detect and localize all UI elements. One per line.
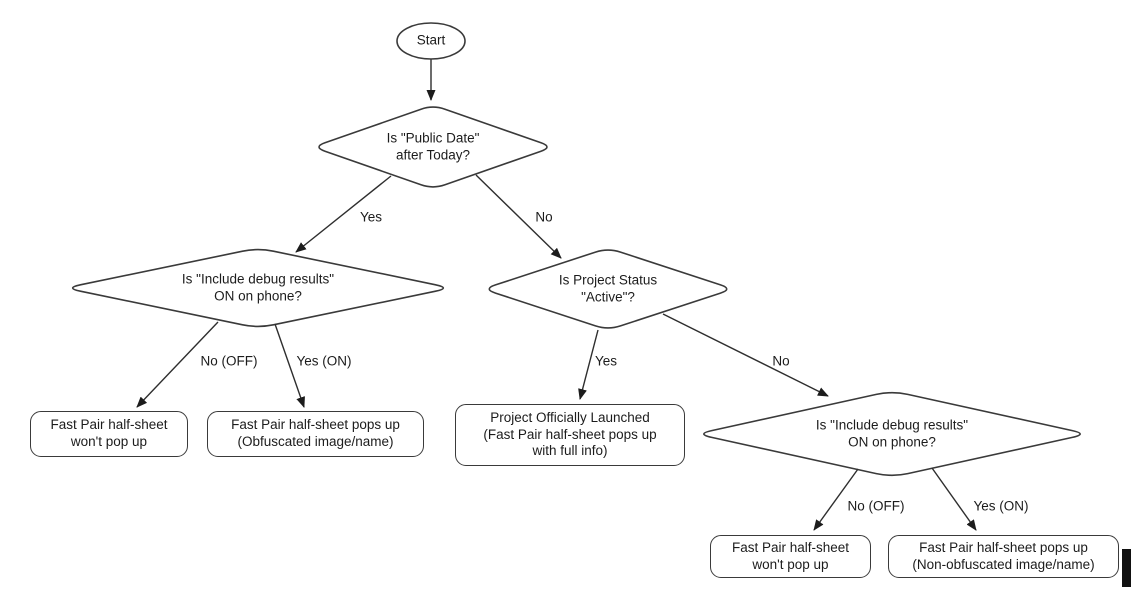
decision-project-status-label: Is Project Status "Active"? — [558, 272, 658, 304]
start-node-shape — [396, 22, 466, 60]
edge-public-date-no — [475, 174, 562, 259]
edge-debug-right-no — [813, 468, 859, 531]
edge-debug-left-yes — [274, 323, 305, 408]
decision-public-date-shape — [318, 106, 548, 188]
edge-label-status-yes: Yes — [594, 353, 618, 369]
decision-public-date-label: Is "Public Date" after Today? — [386, 130, 480, 162]
result-non-obfuscated-box: Fast Pair half-sheet pops up (Non-obfusc… — [888, 535, 1119, 578]
edge-label-debug-right-no: No (OFF) — [847, 498, 905, 514]
edge-debug-right-yes — [931, 467, 977, 531]
edge-label-debug-right-yes: Yes (ON) — [973, 498, 1029, 514]
result-launched-box: Project Officially Launched (Fast Pair h… — [455, 404, 685, 466]
decision-debug-left-label: Is "Include debug results" ON on phone? — [181, 271, 335, 303]
edge-status-yes — [578, 329, 599, 400]
decision-debug-left-shape — [71, 248, 445, 328]
result-obfuscated-box: Fast Pair half-sheet pops up (Obfuscated… — [207, 411, 424, 457]
edge-label-debug-left-no: No (OFF) — [200, 353, 258, 369]
result-wont-popup-left-box: Fast Pair half-sheet won't pop up — [30, 411, 188, 457]
edge-label-public-date-yes: Yes — [359, 209, 383, 225]
edge-label-debug-left-yes: Yes (ON) — [296, 353, 352, 369]
result-wont-popup-right-box: Fast Pair half-sheet won't pop up — [710, 535, 871, 578]
edge-debug-left-no — [136, 321, 219, 408]
edge-status-no — [662, 313, 829, 397]
decision-debug-right-label: Is "Include debug results" ON on phone? — [815, 417, 969, 449]
text-cursor — [1122, 549, 1131, 587]
edge-public-date-yes — [295, 175, 392, 253]
decision-project-status-shape — [488, 249, 728, 329]
decision-debug-right-shape — [703, 391, 1081, 477]
edge-label-status-no: No — [772, 353, 790, 369]
start-node-label: Start — [416, 32, 446, 48]
edge-label-public-date-no: No — [535, 209, 553, 225]
